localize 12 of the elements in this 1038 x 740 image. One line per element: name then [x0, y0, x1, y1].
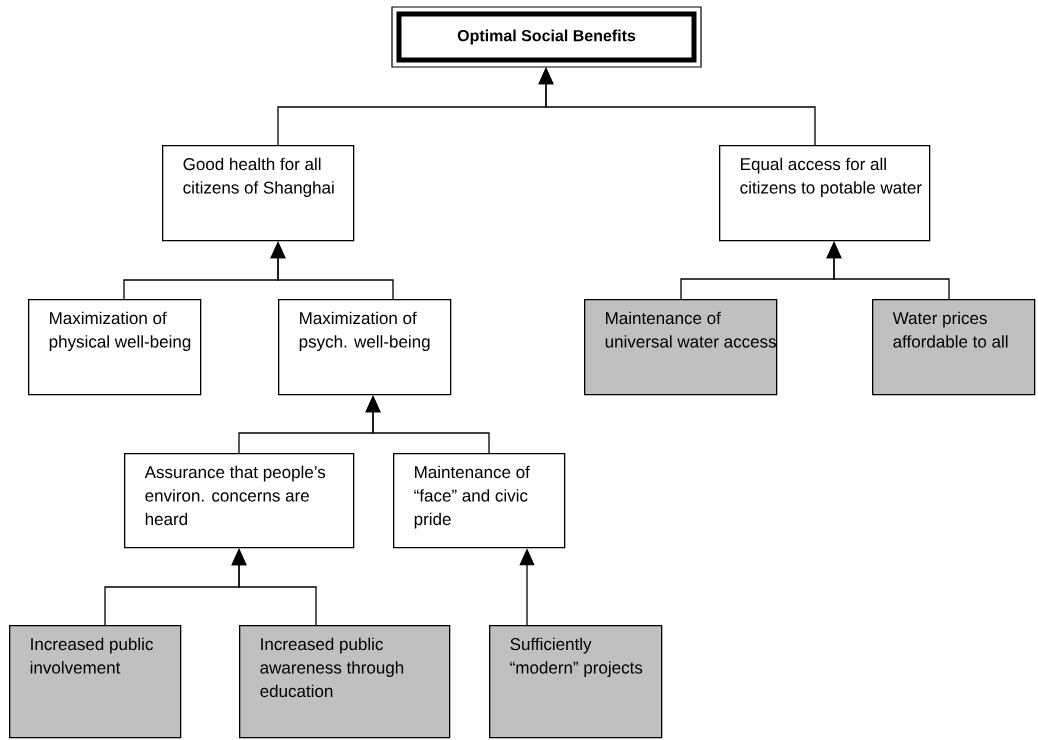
- objective-box: Maintenance of “face” and civic pride: [393, 453, 566, 549]
- objective-box: Assurance that people’s environ. concerns are heard: [124, 453, 355, 549]
- criterion-box: Water prices affordable to all: [872, 299, 1036, 396]
- objective-box: Equal access for all citizens to potable water: [719, 145, 931, 242]
- objective-box: Maximization of psych. well-being: [278, 299, 452, 396]
- criterion-box: Maintenance of universal water access: [584, 299, 778, 396]
- objective-box: Good health for all citizens of Shanghai: [162, 145, 355, 242]
- criterion-box: Sufficiently “modern” projects: [489, 625, 663, 739]
- objective-box: Maximization of physical well-being: [28, 299, 202, 396]
- criterion-box: Increased public involvement: [9, 625, 182, 739]
- goal-box: Optimal Social Benefits: [391, 6, 702, 68]
- criterion-box: Increased public awareness through education: [239, 625, 451, 739]
